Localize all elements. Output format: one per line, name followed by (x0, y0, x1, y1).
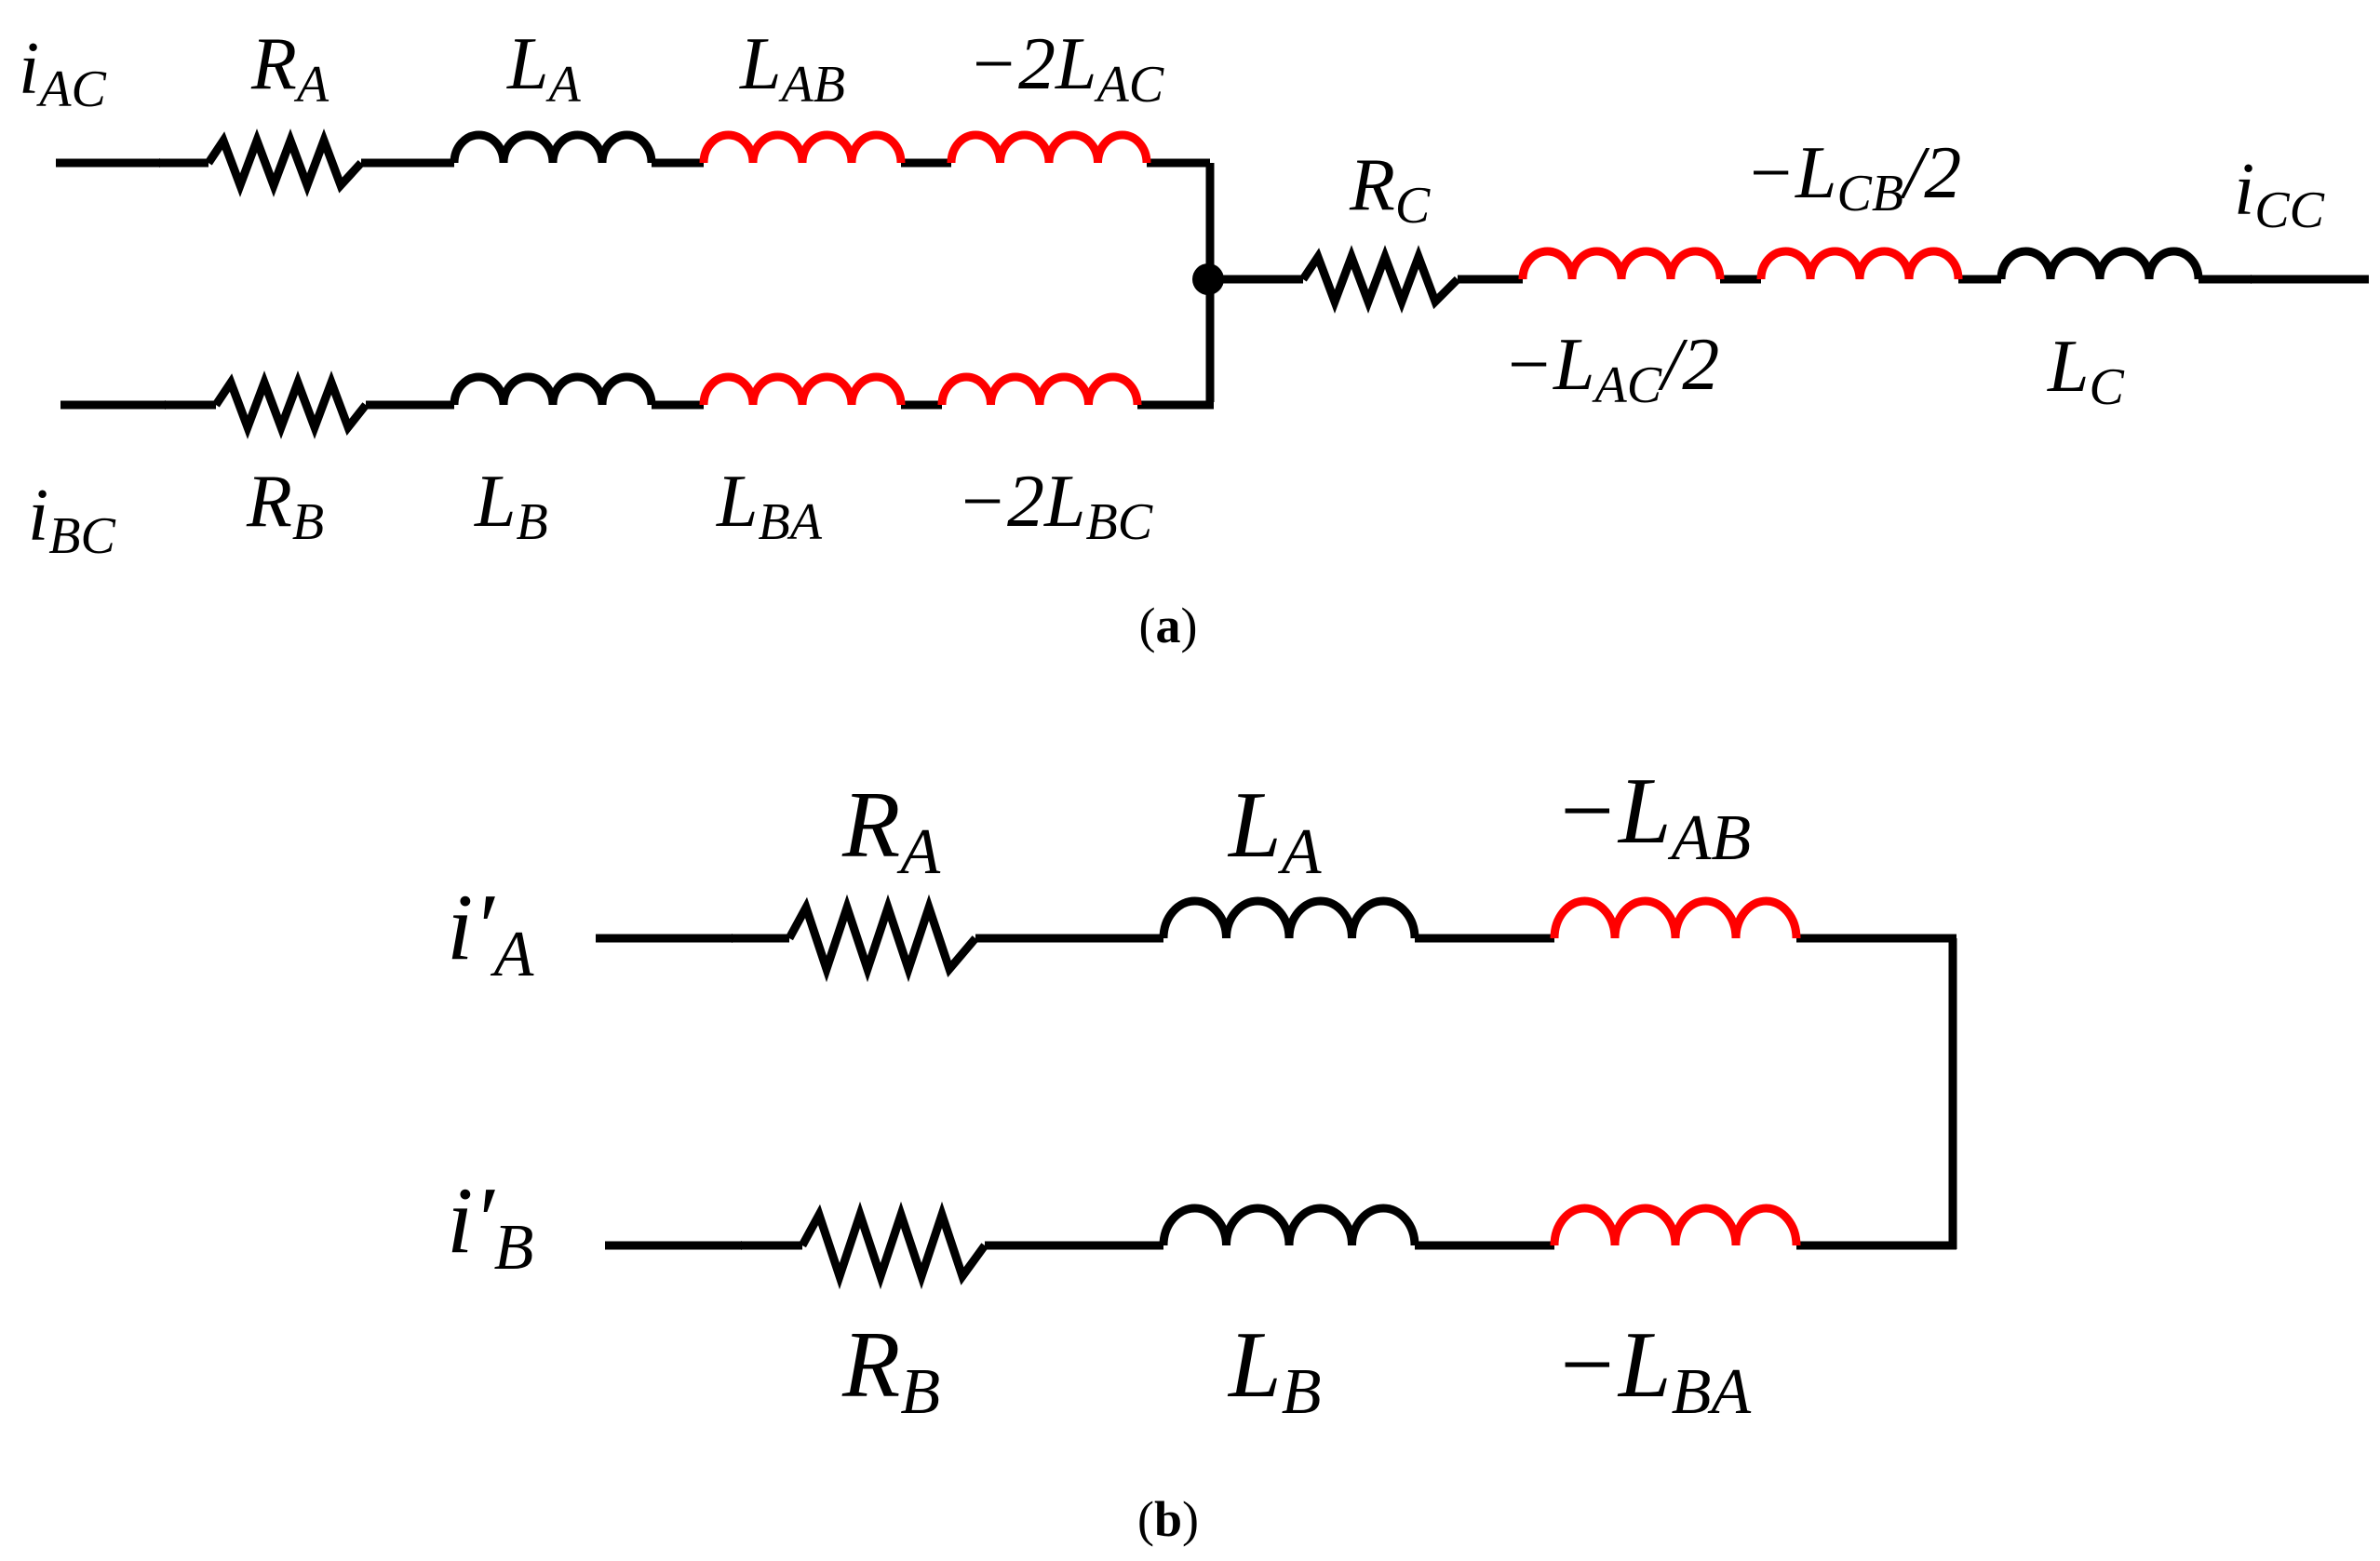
label-l-ba-b: −LBA (1554, 1312, 1751, 1428)
resistor-rc-a (1299, 245, 1461, 314)
wire-top-branch-a (56, 158, 1215, 402)
label-l-c: LC (2047, 326, 2125, 416)
panel-b: i′A i′B RA LA −LAB RB LB −LBA (b) (447, 759, 1957, 1547)
label-r-a-b: RA (841, 773, 940, 888)
label-r-b-bottom: RB (246, 461, 324, 551)
inductor-lc-a (1997, 247, 2203, 280)
current-label-i-a-prime: i′A (447, 875, 534, 990)
label-r-c: RC (1349, 144, 1431, 235)
inductor-lba-a (699, 372, 906, 406)
label-l-ac-half: −LAC/2 (1503, 324, 1719, 414)
inductor-la-a (450, 130, 656, 164)
caption-b: (b) (1137, 1491, 1199, 1547)
resistor-rb-a (212, 370, 370, 439)
resistor-ra-b (786, 894, 979, 983)
inductor-lcb-half-a (1756, 247, 1963, 280)
inductor-lab-b (1550, 896, 1801, 939)
current-label-i-cc: iCC (2234, 149, 2325, 239)
inductor-lab-a (699, 130, 906, 164)
inductor-lac-half-a (1518, 247, 1725, 280)
label-2l-ac-top: −2LAC (968, 23, 1164, 114)
label-l-ba-bottom: LBA (716, 461, 823, 551)
inductor-lb-a (450, 372, 656, 406)
label-l-a-b: LA (1227, 773, 1322, 888)
label-l-b-bottom: LB (474, 461, 548, 551)
caption-a: (a) (1139, 598, 1198, 653)
current-label-i-bc: iBC (28, 475, 115, 565)
label-l-b-b: LB (1227, 1312, 1322, 1428)
current-label-i-ac: iAC (19, 28, 106, 118)
label-r-a-top: RA (250, 23, 329, 114)
label-l-cb-half: −LCB/2 (1745, 132, 1961, 222)
inductor-lb-b (1159, 1204, 1419, 1246)
label-2l-bc-bottom: −2LBC (957, 461, 1153, 551)
inductor-la-b (1159, 896, 1419, 939)
current-label-i-b-prime: i′B (447, 1168, 533, 1284)
panel-a: iAC iBC iCC RA LA LAB −2LAC RB LB LBA −2… (19, 23, 2369, 653)
label-l-ab-top: LAB (739, 23, 845, 114)
resistor-rb-b (799, 1201, 988, 1290)
label-l-ab-b: −LAB (1554, 759, 1751, 874)
inductor-lbc2-a (937, 372, 1142, 406)
label-l-a-top: LA (506, 23, 582, 114)
inductor-lba-b (1550, 1204, 1801, 1246)
label-r-b-b: RB (841, 1312, 940, 1428)
resistor-ra-a (205, 128, 365, 197)
inductor-lac2-a (947, 130, 1151, 164)
junction-node (1192, 263, 1224, 295)
wire-loop-b (596, 934, 1957, 1250)
